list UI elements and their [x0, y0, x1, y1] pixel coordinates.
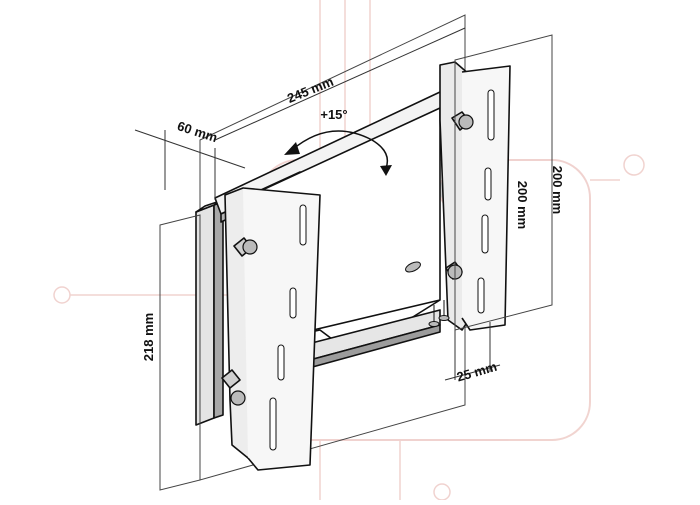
tilt-indicator: +15° [284, 107, 392, 176]
arm-width-line [444, 364, 501, 381]
tilt-arrowhead-right [380, 165, 392, 176]
knob-wing [221, 369, 241, 389]
tilt-knob-lower-left [221, 369, 246, 406]
height-dimension: 218 mm [141, 214, 201, 491]
depth-label: 60 mm [175, 118, 219, 145]
bolt-head [428, 321, 440, 327]
right-tv-arm [439, 61, 511, 331]
left-rail-face [195, 204, 215, 426]
left-arm-slot [277, 344, 285, 381]
left-arm-slot [299, 204, 307, 246]
bolt-head [438, 315, 450, 321]
watermark-circle [433, 483, 451, 501]
vesa-outline-right [454, 34, 553, 331]
depth-dimension: 60 mm [134, 118, 246, 200]
vesa-vertical-label: 200 mm [515, 181, 530, 229]
mount-bolts [428, 300, 450, 327]
watermark-circle [623, 154, 645, 176]
left-arm-slot [269, 397, 277, 451]
right-arm-slot [481, 214, 489, 254]
arm-width-label: 25 mm [455, 359, 499, 385]
width-label: 245 mm [285, 74, 336, 106]
height-label: 218 mm [141, 313, 156, 361]
tilt-knob-upper-left [233, 237, 258, 257]
tilt-arc [291, 130, 389, 169]
right-arm-slot [487, 89, 495, 141]
width-line [214, 27, 466, 141]
left-rail-side [213, 201, 224, 419]
tilt-angle-label: +15° [320, 107, 347, 122]
arm-width-dimension: 25 mm [444, 359, 501, 385]
knob-head [230, 390, 246, 406]
tilt-knob-upper-right [451, 111, 474, 131]
right-arm-slot [484, 167, 492, 201]
tilt-arrowhead-left [284, 142, 300, 155]
height-frame [159, 214, 201, 491]
vesa-horizontal-label: 200 mm [550, 166, 565, 214]
right-arm-slot [477, 277, 485, 314]
knob-head [458, 114, 474, 130]
plate-slot [405, 261, 421, 273]
watermark-circle [53, 286, 71, 304]
left-arm-slot [289, 287, 297, 319]
left-arm-bracket [242, 187, 321, 471]
depth-line [134, 129, 246, 169]
left-tv-arm [224, 187, 321, 471]
knob-head [242, 239, 258, 255]
